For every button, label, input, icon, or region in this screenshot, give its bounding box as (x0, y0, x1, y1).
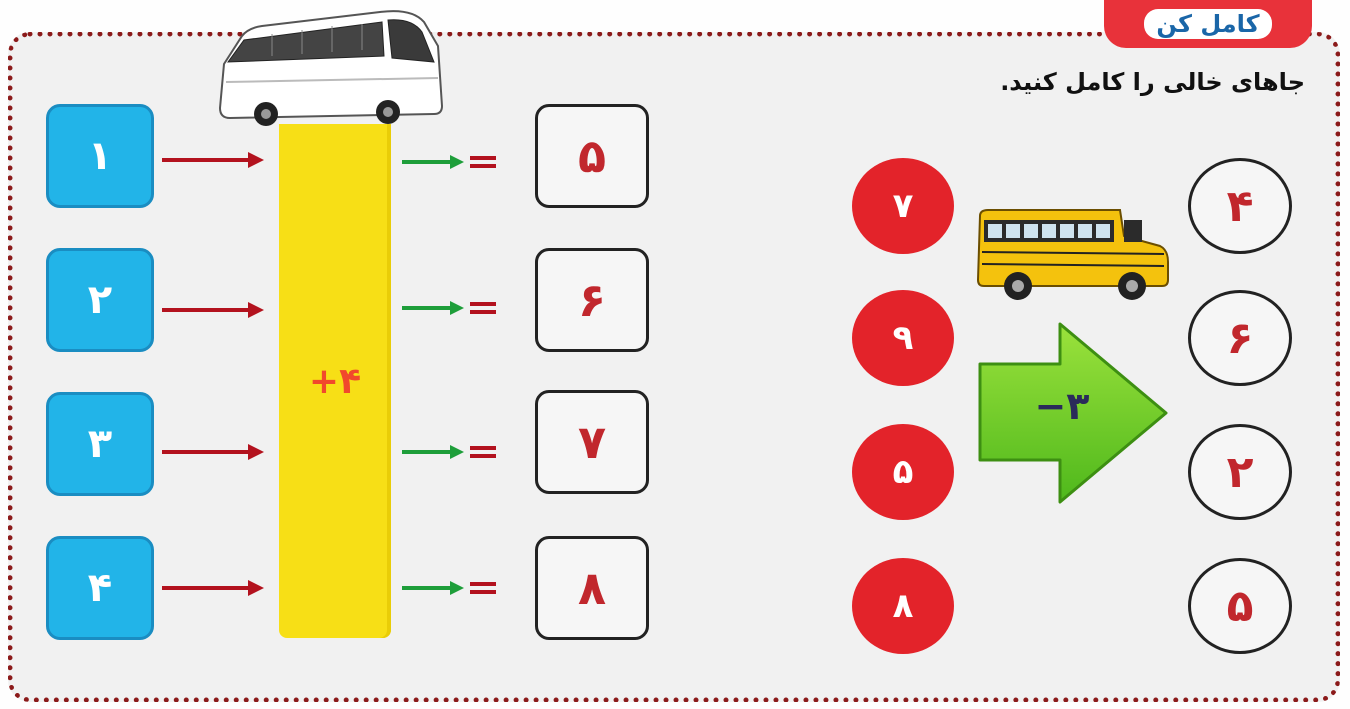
red-arrow-icon (162, 580, 264, 596)
operation-label: +۴ (308, 360, 362, 402)
output-circle-3[interactable]: ۲ (1188, 424, 1292, 520)
green-arrow-equals-icon (402, 445, 496, 459)
input-box-3: ۳ (46, 392, 154, 496)
title-badge: کامل کن (1104, 0, 1312, 48)
operation-bar: +۴ (279, 124, 391, 638)
red-arrow-icon (162, 152, 264, 168)
green-operation-arrow-icon (978, 322, 1168, 504)
school-bus-icon (976, 209, 1169, 300)
red-arrow-icon (162, 444, 264, 460)
answer-box-2[interactable]: ۶ (535, 248, 649, 352)
answer-box-4[interactable]: ۸ (535, 536, 649, 640)
green-arrow-equals-icon (402, 581, 496, 595)
input-circle-1: ۷ (852, 158, 954, 254)
green-arrow-equals-icon (402, 301, 496, 315)
output-circle-4[interactable]: ۵ (1188, 558, 1292, 654)
input-circle-2: ۹ (852, 290, 954, 386)
input-circle-3: ۵ (852, 424, 954, 520)
input-circle-4: ۸ (852, 558, 954, 654)
answer-box-1[interactable]: ۵ (535, 104, 649, 208)
coach-bus-icon (218, 10, 444, 126)
input-box-2: ۲ (46, 248, 154, 352)
instruction-text: جاهای خالی را کامل کنید. (1000, 68, 1305, 96)
output-circle-2[interactable]: ۶ (1188, 290, 1292, 386)
worksheet-frame (8, 32, 1340, 702)
subtract-label: −۳ (1034, 384, 1090, 428)
input-box-4: ۴ (46, 536, 154, 640)
green-arrow-equals-icon (402, 155, 496, 169)
badge-label: کامل کن (1144, 9, 1272, 39)
output-circle-1[interactable]: ۴ (1188, 158, 1292, 254)
answer-box-3[interactable]: ۷ (535, 390, 649, 494)
red-arrow-icon (162, 302, 264, 318)
input-box-1: ۱ (46, 104, 154, 208)
